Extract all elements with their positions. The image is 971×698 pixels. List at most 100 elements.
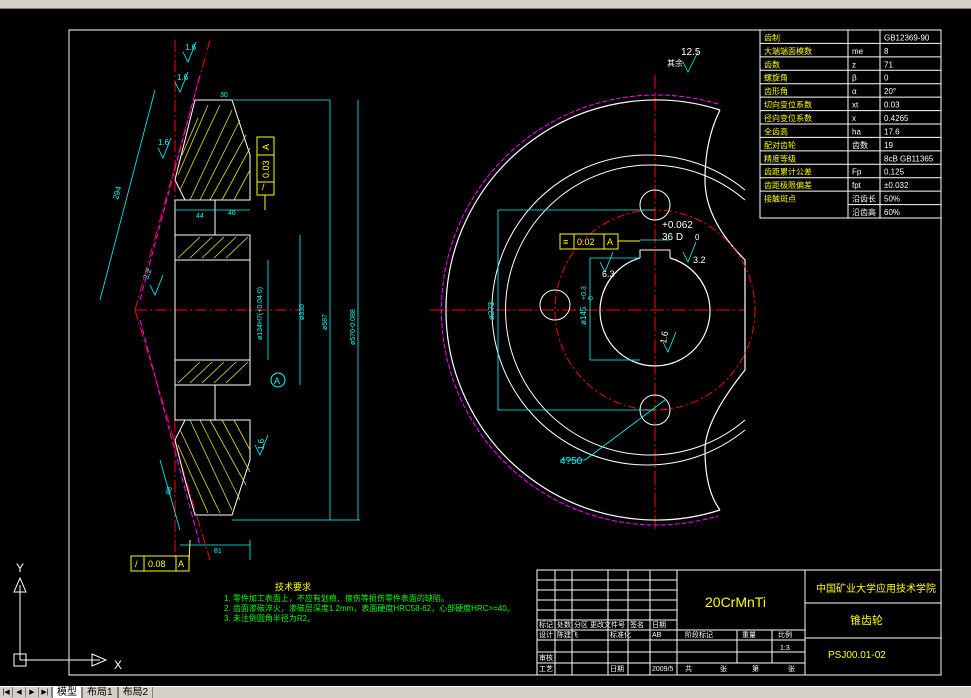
ra-2: 1.6 (177, 73, 189, 82)
dim-570: ø570-0.088 (350, 309, 357, 345)
part-name: 锥齿轮 (850, 613, 883, 627)
svg-text:技术要求: 技术要求 (275, 581, 311, 592)
param-cell: Fp (852, 168, 862, 177)
param-cell: 0.4265 (884, 114, 909, 123)
ucs-icon (13, 576, 108, 667)
param-cell: 0 (884, 74, 889, 83)
svg-text:分区: 分区 (574, 620, 588, 629)
dim-81: 81 (214, 548, 222, 555)
param-cell: 螺旋角 (764, 73, 788, 83)
svg-text:0.03: 0.03 (261, 160, 271, 178)
param-cell: 切向变位系数 (764, 100, 812, 110)
ra-3-2: 3.2 (693, 255, 706, 265)
dim-bore: ø134H7(+0.04 0) (257, 287, 264, 340)
param-cell: α (852, 87, 857, 96)
param-cell: 沿齿高 (852, 207, 876, 217)
first-tab-button[interactable]: |◀ (0, 687, 13, 697)
svg-text:≡: ≡ (563, 237, 568, 247)
svg-text:0.08: 0.08 (148, 559, 166, 569)
param-cell: 齿距极限偏差 (764, 180, 812, 190)
ucs-y-label: Y (16, 561, 24, 575)
dim-145-tol-low: 0 (588, 296, 595, 300)
ra-12-5: 12.5 (681, 47, 701, 58)
ucs-x-label: X (114, 658, 122, 672)
param-cell: 大端端面模数 (764, 46, 812, 56)
param-cell: 齿数 (764, 59, 780, 69)
next-tab-button[interactable]: ▶ (26, 687, 39, 697)
param-cell: xt (852, 101, 859, 110)
tab-layout2[interactable]: 布局2 (117, 687, 154, 698)
svg-text:共: 共 (685, 664, 692, 673)
dim-keyway-tol-low: 0 (695, 233, 700, 242)
param-cell: 齿形角 (764, 86, 788, 96)
svg-text:1. 零件加工表面上，不应有划痕、擦伤等损伤零件表面的缺陷。: 1. 零件加工表面上，不应有划痕、擦伤等损伤零件表面的缺陷。 (224, 593, 449, 603)
title-block (536, 569, 942, 676)
section-view: 294 30 44 46 81 88 ø134H7(+0.04 0) ø330 … (99, 39, 360, 572)
param-cell: 8cB GB11365 (884, 154, 934, 163)
prev-tab-button[interactable]: ◀ (13, 687, 26, 697)
svg-text:A: A (607, 237, 613, 247)
dim-keyway-tol: +0.062 (662, 220, 693, 231)
dim-145-tol: +0.3 (581, 286, 588, 300)
param-cell: 71 (884, 60, 893, 69)
param-cell: 配对齿轮 (764, 140, 796, 150)
param-cell: 齿距累计公差 (764, 167, 812, 177)
school-name: 中国矿业大学应用技术学院 (816, 582, 936, 595)
ra-5: 1.6 (257, 438, 266, 450)
dim-88: 88 (165, 486, 174, 495)
svg-text:/: / (262, 182, 265, 192)
dim-273: ø273 (487, 301, 496, 320)
param-cell: 60% (884, 208, 900, 217)
param-cell: 精度等级 (764, 153, 796, 163)
svg-text:A: A (261, 144, 271, 150)
svg-text:A: A (178, 559, 184, 569)
dim-30: 30 (220, 92, 228, 99)
svg-text:日期: 日期 (610, 665, 624, 673)
technical-requirements: 技术要求 1. 零件加工表面上，不应有划痕、擦伤等损伤零件表面的缺陷。 2. 齿… (224, 581, 515, 623)
datum-a-label: A (274, 376, 280, 386)
svg-text:2. 齿面渗碳淬火，渗碳层深度1.2mm，表面硬度HRC58: 2. 齿面渗碳淬火，渗碳层深度1.2mm，表面硬度HRC58-62，心部硬度HR… (224, 603, 515, 613)
tol-frame-symmetry: ≡ 0.02 A (559, 233, 640, 250)
param-cell: 8 (884, 47, 889, 56)
param-cell: x (852, 114, 856, 123)
param-cell: 沿齿长 (852, 194, 876, 204)
param-cell: fpt (852, 181, 862, 190)
dim-46: 46 (228, 210, 236, 217)
title-block-text: 标记 处数 分区 更改文件号 签名 日期 设计 陈建飞 标准化 AB 阶段标记 … (539, 620, 795, 673)
svg-text:日期: 日期 (652, 621, 666, 629)
drawing-number: PSJ00.01-02 (828, 650, 886, 661)
param-cell: z (852, 60, 856, 69)
dim-44: 44 (196, 213, 204, 220)
param-cell: 齿数 (852, 140, 868, 150)
svg-text:张: 张 (720, 664, 727, 673)
material-label: 20CrMnTi (705, 594, 766, 610)
param-cell: 50% (884, 195, 900, 204)
param-cell: 径向变位系数 (764, 113, 812, 123)
datum-a-circle (270, 372, 286, 388)
dim-330: ø330 (299, 304, 306, 320)
tab-model[interactable]: 模型 (52, 687, 82, 698)
dim-145: ø145 (579, 306, 588, 325)
svg-text:AB: AB (652, 632, 662, 639)
front-view: ø273 ø145 +0.3 0 36 D +0.062 0 4?50 12.5… (430, 47, 756, 530)
ra-1: 1.6 (185, 43, 197, 52)
tol-frame-runout-1: / 0.03 A (256, 136, 275, 210)
param-cell: 0.03 (884, 101, 900, 110)
svg-text:1:3: 1:3 (780, 645, 790, 652)
param-cell: ±0.032 (884, 181, 909, 190)
param-cell: 20° (884, 87, 896, 96)
drawing-border (68, 29, 942, 676)
ra-3: 1.6 (158, 138, 170, 147)
svg-text:处数: 处数 (557, 620, 571, 629)
param-cell: 19 (884, 141, 893, 150)
svg-text:标准化: 标准化 (610, 630, 631, 639)
svg-text:审核: 审核 (539, 653, 553, 662)
svg-text:签名: 签名 (630, 620, 644, 629)
tab-layout1[interactable]: 布局1 (82, 687, 118, 698)
last-tab-button[interactable]: ▶| (39, 687, 52, 697)
tol-frame-runout-2: / 0.08 A (130, 539, 191, 572)
window-top-edge (0, 0, 971, 9)
param-cell: 全齿高 (764, 126, 788, 136)
